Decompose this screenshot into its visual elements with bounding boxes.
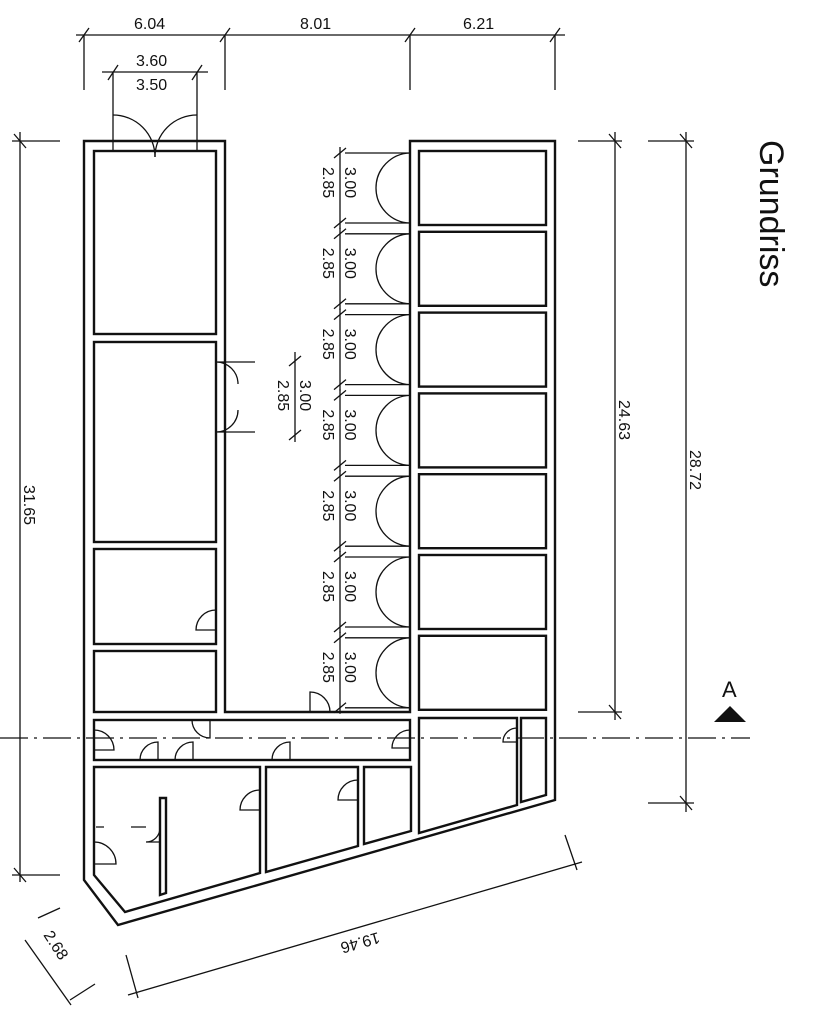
room xyxy=(417,473,548,550)
right-wing-door-dimensions: 3.00 2.85 3.00 2.85 3.00 2.85 3.00 2.85 3.00 2.85… xyxy=(319,147,358,714)
dim-entrance-lower: 3.50 xyxy=(136,77,167,94)
door-dimension-extra: 3.00 2.85 xyxy=(274,352,313,442)
room xyxy=(519,716,548,804)
double-door xyxy=(345,152,411,224)
dimension-tick xyxy=(333,551,347,563)
room xyxy=(92,149,218,336)
corridor xyxy=(92,718,412,762)
dim-door-inner: 2.85 xyxy=(319,652,336,683)
room xyxy=(92,547,218,646)
dim-door-outer: 3.00 xyxy=(296,380,313,411)
dimension-tick xyxy=(333,540,347,552)
entrance-double-door xyxy=(112,72,198,158)
dim-door-inner: 2.85 xyxy=(319,409,336,440)
dim-top-1: 6.04 xyxy=(134,16,165,33)
top-dimension-chain: 6.04 8.01 6.21 xyxy=(76,16,565,90)
dim-door-outer: 3.00 xyxy=(341,652,358,683)
double-door xyxy=(345,475,411,547)
room xyxy=(417,716,519,835)
dimension-tick xyxy=(333,217,347,229)
left-dimension: 31.65 xyxy=(12,132,60,883)
right-dimensions: 24.63 28.72 xyxy=(578,132,703,812)
dimension-tick xyxy=(333,632,347,644)
dim-door-inner: 2.85 xyxy=(319,248,336,279)
dim-door-outer: 3.00 xyxy=(341,409,358,440)
left-wing-rooms xyxy=(92,149,218,714)
double-door xyxy=(345,313,411,386)
right-wing-doors xyxy=(345,152,411,709)
dim-door-inner: 2.85 xyxy=(274,380,291,411)
dim-door-outer: 3.00 xyxy=(341,248,358,279)
room xyxy=(417,392,548,469)
dimension-tick xyxy=(333,470,347,482)
doors xyxy=(93,361,518,865)
dimension-tick xyxy=(333,702,347,714)
room xyxy=(92,649,218,714)
dim-door-outer: 3.00 xyxy=(341,571,358,602)
dim-door-outer: 3.00 xyxy=(341,329,358,360)
dim-door-inner: 2.85 xyxy=(319,490,336,521)
section-marker-triangle-icon xyxy=(714,706,746,722)
dim-corner-chamfer: 2.68 xyxy=(40,928,71,963)
dimension-tick xyxy=(333,379,347,391)
dim-door-inner: 2.85 xyxy=(319,167,336,198)
room xyxy=(264,765,360,874)
dim-left-total: 31.65 xyxy=(20,485,37,525)
dim-door-inner: 2.85 xyxy=(319,571,336,602)
partition-wall xyxy=(158,796,168,897)
double-door xyxy=(345,233,411,305)
dimension-tick xyxy=(333,228,347,240)
room xyxy=(417,230,548,308)
drawing-title: Grundriss xyxy=(752,140,790,287)
dimension-tick xyxy=(333,147,347,159)
outer-wall xyxy=(82,139,557,927)
dim-door-outer: 3.00 xyxy=(341,167,358,198)
dim-top-3: 6.21 xyxy=(463,16,494,33)
dim-bottom-diagonal: 19.46 xyxy=(338,928,381,955)
dimension-tick xyxy=(333,621,347,633)
room xyxy=(92,340,218,544)
dim-right-inner: 24.63 xyxy=(615,400,632,440)
dimension-tick xyxy=(333,459,347,471)
dim-door-inner: 2.85 xyxy=(319,329,336,360)
room xyxy=(417,553,548,631)
section-marker-label: A xyxy=(722,677,737,702)
room xyxy=(417,311,548,388)
dimension-tick xyxy=(333,389,347,401)
double-door xyxy=(345,637,411,709)
entrance-dimension: 3.60 3.50 xyxy=(102,53,208,94)
double-door xyxy=(345,556,411,628)
dim-right-total: 28.72 xyxy=(686,450,703,490)
right-wing-rooms xyxy=(417,149,548,711)
double-door xyxy=(345,394,411,467)
room xyxy=(362,765,413,846)
dim-entrance-upper: 3.60 xyxy=(136,53,167,70)
dimension-tick xyxy=(333,309,347,321)
room xyxy=(417,634,548,711)
dimension-tick xyxy=(333,298,347,310)
dim-door-outer: 3.00 xyxy=(341,490,358,521)
room xyxy=(92,765,262,914)
room xyxy=(417,149,548,227)
dim-top-2: 8.01 xyxy=(300,16,331,33)
